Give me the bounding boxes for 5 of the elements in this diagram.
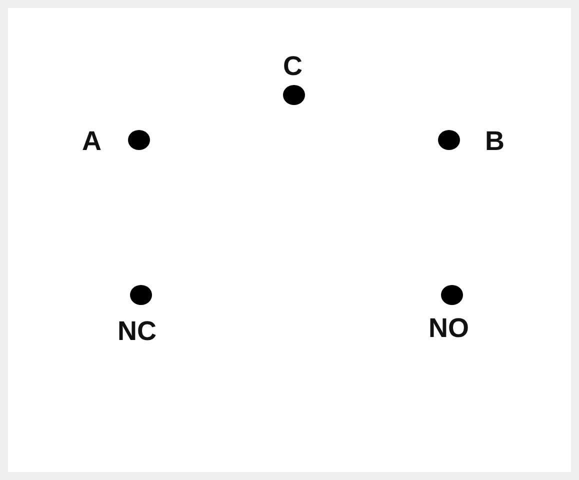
terminal-label: NC [118,318,156,344]
terminal-label: B [485,128,504,154]
terminal-label: A [82,128,102,154]
terminal-label: NO [428,314,469,342]
terminal-label: C [283,52,302,80]
